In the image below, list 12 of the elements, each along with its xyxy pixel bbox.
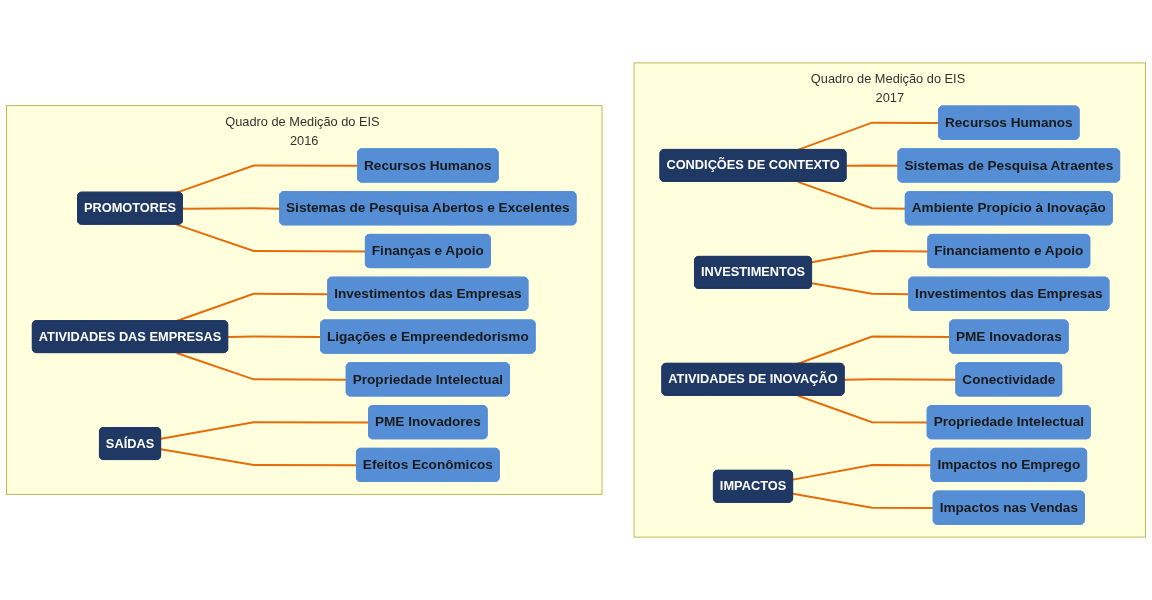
connector xyxy=(792,492,935,510)
connector xyxy=(160,421,370,440)
connector xyxy=(175,352,348,381)
connector xyxy=(792,463,933,481)
connector xyxy=(796,335,951,365)
connector xyxy=(796,394,929,424)
connector xyxy=(796,180,907,210)
connector xyxy=(175,223,367,253)
connector xyxy=(175,164,359,194)
connector xyxy=(227,335,322,338)
connector xyxy=(845,164,900,167)
connector xyxy=(160,448,358,467)
